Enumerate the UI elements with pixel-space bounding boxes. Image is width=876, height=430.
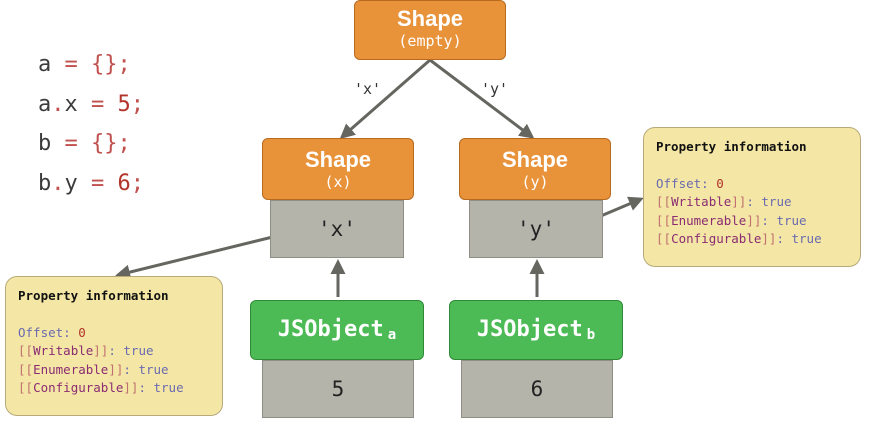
shape-y-title: Shape (501, 147, 569, 172)
code-line-2: a.x = 5; (38, 92, 144, 117)
property-info-x-writable: [[Writable]]: true (18, 343, 154, 358)
edge-label-x: 'x' (354, 80, 382, 98)
shape-empty: Shape (empty) (354, 0, 506, 60)
jsobject-b-value: 6 (530, 377, 544, 401)
jsobject-b-value-slot: 6 (461, 360, 613, 418)
code-line-1: a = {}; (38, 52, 131, 77)
shape-empty-title: Shape (396, 6, 464, 31)
shape-x-subtitle: (x) (324, 173, 352, 191)
edge-root-to-shape-x (339, 58, 431, 139)
property-info-y-title: Property information (656, 139, 807, 154)
jsobject-a-value-slot: 5 (262, 360, 414, 418)
code-line-3: b = {}; (38, 131, 131, 156)
property-info-y: Property information Offset: 0 [[Writabl… (643, 127, 861, 267)
edge-label-y: 'y' (481, 80, 509, 98)
property-info-x-offset: Offset: 0 (18, 324, 86, 340)
shape-x: Shape (x) (262, 138, 414, 200)
shape-y: Shape (y) (459, 138, 611, 200)
property-info-x: Property information Offset: 0 [[Writabl… (5, 276, 223, 416)
jsobject-b-name: JSObject (476, 317, 583, 342)
shape-empty-subtitle: (empty) (398, 32, 462, 50)
property-info-y-configurable: [[Configurable]]: true (656, 231, 822, 246)
jsobject-a-value: 5 (331, 377, 345, 401)
property-info-x-enumerable: [[Enumerable]]: true (18, 361, 169, 377)
edge-root-to-shape-y (429, 58, 535, 139)
shape-y-key-slot: 'y' (469, 200, 603, 258)
shape-x-title: Shape (304, 147, 372, 172)
property-info-y-offset: Offset: 0 (656, 175, 724, 191)
property-info-x-title: Property information (18, 288, 169, 303)
jsobject-a-name: JSObject (277, 317, 384, 342)
jsobject-a-label: a (387, 327, 397, 343)
code-line-4: b.y = 6; (38, 171, 144, 196)
property-info-y-writable: [[Writable]]: true (656, 194, 792, 209)
jsobject-b-label: b (586, 327, 596, 343)
property-info-y-enumerable: [[Enumerable]]: true (656, 212, 807, 228)
arrow-x-to-property-info (115, 231, 290, 280)
property-info-x-configurable: [[Configurable]]: true (18, 380, 184, 395)
shape-x-key: 'x' (318, 217, 356, 241)
shape-x-key-slot: 'x' (270, 200, 404, 258)
shape-y-key: 'y' (517, 217, 555, 241)
shape-y-subtitle: (y) (521, 173, 549, 191)
